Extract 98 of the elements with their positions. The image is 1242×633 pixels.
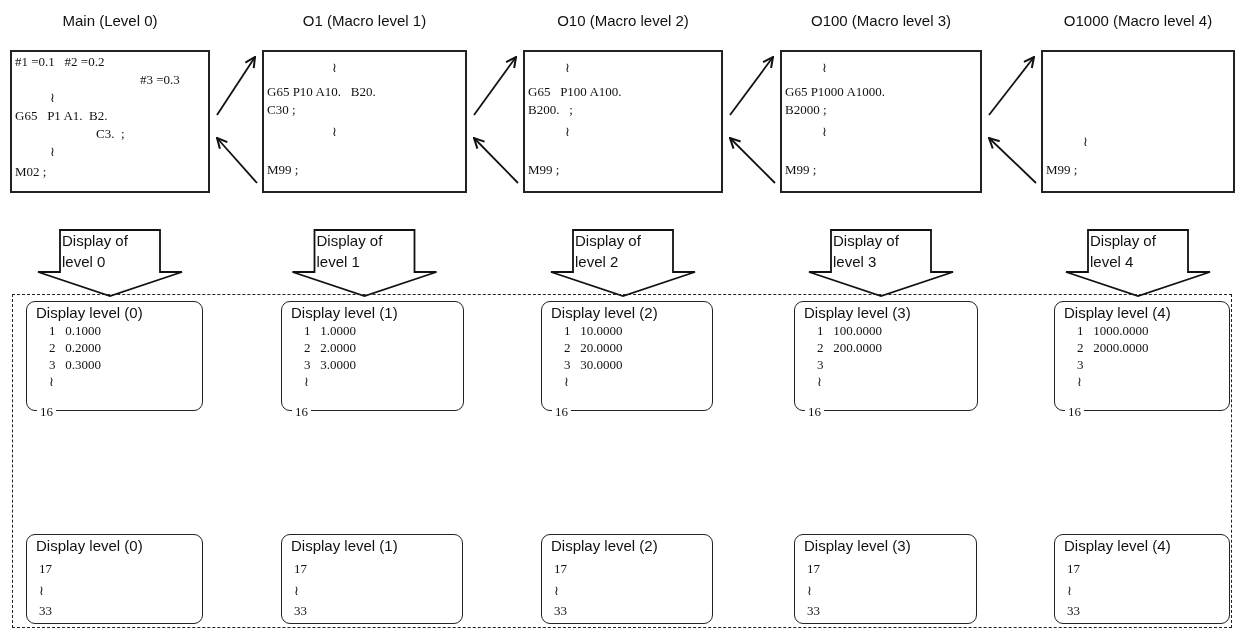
omission-mark: ≀ bbox=[1067, 583, 1072, 598]
omission-mark: ≀ bbox=[822, 60, 827, 75]
code-line: B2000 ; bbox=[785, 102, 827, 117]
code-line: C3. ; bbox=[96, 126, 125, 141]
display-title: Display level (2) bbox=[551, 304, 658, 321]
variable-row: 33 bbox=[1067, 603, 1080, 618]
program-heading: O1000 (Macro level 4) bbox=[1062, 12, 1214, 29]
variable-row: 17 bbox=[294, 561, 307, 576]
dashed-display-area bbox=[12, 294, 1232, 628]
variable-row: 1 1000.0000 bbox=[1077, 323, 1149, 338]
program-heading: O100 (Macro level 3) bbox=[809, 12, 953, 29]
arrow bbox=[729, 137, 776, 184]
omission-mark: ≀ bbox=[1077, 374, 1082, 389]
code-line: M99 ; bbox=[1046, 162, 1078, 177]
arrow bbox=[473, 56, 517, 116]
omission-mark: ≀ bbox=[332, 124, 337, 139]
code-line: M99 ; bbox=[785, 162, 817, 177]
variable-row: 3 30.0000 bbox=[564, 357, 623, 372]
variable-row: 33 bbox=[294, 603, 307, 618]
code-line: G65 P100 A100. bbox=[528, 84, 622, 99]
code-line: M99 ; bbox=[267, 162, 299, 177]
omission-mark: ≀ bbox=[294, 583, 299, 598]
code-line: G65 P1 A1. B2. bbox=[15, 108, 108, 123]
omission-mark: ≀ bbox=[50, 90, 55, 105]
display-title: Display level (4) bbox=[1064, 304, 1171, 321]
variable-row: 17 bbox=[807, 561, 820, 576]
variable-row: 1 0.1000 bbox=[49, 323, 101, 338]
display-screen bbox=[541, 534, 713, 624]
omission-mark: ≀ bbox=[554, 583, 559, 598]
display-title: Display level (1) bbox=[291, 537, 398, 554]
program-heading: O10 (Macro level 2) bbox=[556, 12, 690, 29]
omission-mark: ≀ bbox=[564, 374, 569, 389]
display-title: Display level (0) bbox=[36, 537, 143, 554]
code-line: G65 P1000 A1000. bbox=[785, 84, 886, 99]
display-title: Display level (3) bbox=[804, 304, 911, 321]
omission-mark: ≀ bbox=[807, 583, 812, 598]
omission-mark: ≀ bbox=[1083, 134, 1088, 149]
variable-row: 1 100.0000 bbox=[817, 323, 882, 338]
block-arrow bbox=[550, 229, 696, 297]
display-screen bbox=[1054, 534, 1230, 624]
code-line: B200. ; bbox=[528, 102, 573, 117]
variable-row: 33 bbox=[807, 603, 820, 618]
display-title: Display level (1) bbox=[291, 304, 398, 321]
block-arrow bbox=[37, 229, 183, 297]
omission-mark: ≀ bbox=[304, 374, 309, 389]
omission-mark: ≀ bbox=[39, 583, 44, 598]
display-title: Display level (3) bbox=[804, 537, 911, 554]
variable-row: 17 bbox=[1067, 561, 1080, 576]
variable-row: 17 bbox=[39, 561, 52, 576]
arrow bbox=[988, 56, 1035, 116]
code-line: C30 ; bbox=[267, 102, 296, 117]
omission-mark: ≀ bbox=[565, 124, 570, 139]
edge-label: Display of level 2 bbox=[575, 231, 642, 272]
variable-row: 2 20.0000 bbox=[564, 340, 623, 355]
display-screen bbox=[26, 534, 203, 624]
code-line: #3 =0.3 bbox=[140, 72, 180, 87]
variable-row: 33 bbox=[554, 603, 567, 618]
display-screen bbox=[794, 534, 977, 624]
display-screen bbox=[281, 534, 463, 624]
variable-row: 2 2000.0000 bbox=[1077, 340, 1149, 355]
code-line: #1 =0.1 #2 =0.2 bbox=[15, 54, 105, 69]
variable-row: 1 1.0000 bbox=[304, 323, 356, 338]
variable-row: 2 200.0000 bbox=[817, 340, 882, 355]
program-heading: Main (Level 0) bbox=[61, 12, 159, 29]
edge-label: Display of level 1 bbox=[316, 231, 384, 272]
edge-label: Display of level 3 bbox=[833, 231, 900, 272]
program-heading: O1 (Macro level 1) bbox=[301, 12, 428, 29]
arrow bbox=[216, 56, 256, 116]
omission-mark: 3 bbox=[1077, 357, 1084, 372]
variable-row: 2 2.0000 bbox=[304, 340, 356, 355]
block-arrow bbox=[808, 229, 954, 297]
code-line: G65 P10 A10. B20. bbox=[267, 84, 376, 99]
omission-mark: ≀ bbox=[565, 60, 570, 75]
arrow bbox=[473, 137, 519, 184]
omission-mark: ≀ bbox=[817, 374, 822, 389]
code-line: M02 ; bbox=[15, 164, 47, 179]
variable-row: 2 0.2000 bbox=[49, 340, 101, 355]
arrow bbox=[729, 56, 774, 116]
omission-mark: ≀ bbox=[822, 124, 827, 139]
variable-row: 33 bbox=[39, 603, 52, 618]
display-title: Display level (0) bbox=[36, 304, 143, 321]
arrow bbox=[988, 137, 1037, 184]
variable-row: 3 3.0000 bbox=[304, 357, 356, 372]
block-arrow bbox=[291, 229, 438, 297]
omission-mark: ≀ bbox=[332, 60, 337, 75]
omission-mark: ≀ bbox=[50, 144, 55, 159]
display-title: Display level (4) bbox=[1064, 537, 1171, 554]
block-arrow bbox=[1065, 229, 1211, 297]
omission-mark: ≀ bbox=[49, 374, 54, 389]
edge-label: Display of level 0 bbox=[62, 231, 129, 272]
variable-row: 3 0.3000 bbox=[49, 357, 101, 372]
arrow bbox=[216, 137, 258, 184]
display-title: Display level (2) bbox=[551, 537, 658, 554]
variable-row: 1 10.0000 bbox=[564, 323, 623, 338]
omission-mark: 3 bbox=[817, 357, 824, 372]
code-line: M99 ; bbox=[528, 162, 560, 177]
edge-label: Display of level 4 bbox=[1090, 231, 1157, 272]
variable-row: 17 bbox=[554, 561, 567, 576]
